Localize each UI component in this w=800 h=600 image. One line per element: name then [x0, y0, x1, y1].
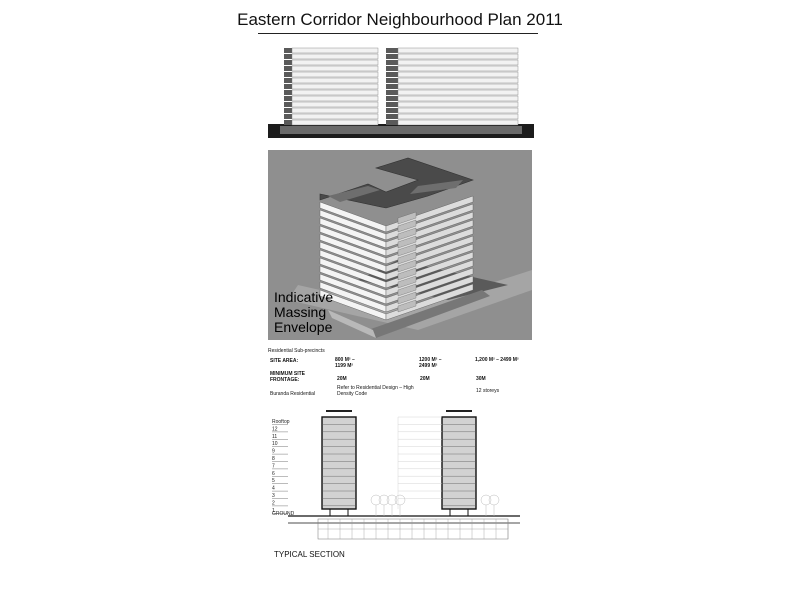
title-underline	[258, 33, 538, 34]
floor-label: 12	[272, 426, 278, 432]
building-left	[280, 47, 382, 134]
massing-label: Indicative Massing Envelope	[274, 290, 333, 335]
section-tower-left	[321, 410, 357, 516]
floor-label: Rooftop	[272, 419, 290, 425]
col3-area: 1,200 M² – 2499 M²	[475, 357, 519, 363]
col3-frontage: 30M	[476, 376, 486, 382]
floor-label: 10	[272, 441, 278, 447]
elevation-rendering	[268, 47, 534, 138]
col1-area: 800 M² – 1199 M²	[335, 357, 355, 369]
table-heading: Residential Sub-precincts	[268, 348, 325, 354]
massing-label-line-2: Massing	[274, 304, 327, 320]
floor-label: 11	[272, 434, 277, 440]
sub-precinct-label: Buranda Residential	[270, 391, 316, 397]
building-right	[382, 47, 522, 134]
floor-label: 3	[272, 493, 275, 499]
floor-label: 4	[272, 486, 275, 492]
site-area-label: SITE AREA:	[270, 358, 299, 364]
floor-label: 9	[272, 449, 275, 455]
col2-frontage: 20M	[420, 376, 430, 382]
col2-area: 1200 M² – 2499 M²	[419, 357, 442, 369]
floor-label: 6	[272, 471, 275, 477]
floor-label: 1	[272, 508, 275, 514]
massing-model	[288, 157, 532, 338]
section-trees	[370, 494, 500, 516]
massing-label-line-1: Indicative	[274, 289, 334, 305]
floor-label: GROUND	[272, 511, 295, 517]
floor-label: 2	[272, 500, 275, 506]
section-caption: TYPICAL SECTION	[274, 550, 345, 559]
col3-height: 12 storeys	[476, 388, 500, 394]
floor-label: 8	[272, 456, 275, 462]
massing-label-line-3: Envelope	[274, 319, 333, 335]
massing-view: Indicative Massing Envelope	[268, 150, 532, 340]
col1-frontage: 20M	[337, 376, 347, 382]
section-background-building	[397, 416, 442, 509]
floor-label: 5	[272, 478, 275, 484]
min-frontage-label: MINIMUM SITE FRONTAGE:	[270, 371, 305, 383]
page-title: Eastern Corridor Neighbourhood Plan 2011	[237, 10, 563, 29]
floor-label: 7	[272, 463, 275, 469]
section-tower-right	[441, 410, 477, 516]
col1-height: Refer to Residential Design – High Densi…	[337, 385, 414, 397]
